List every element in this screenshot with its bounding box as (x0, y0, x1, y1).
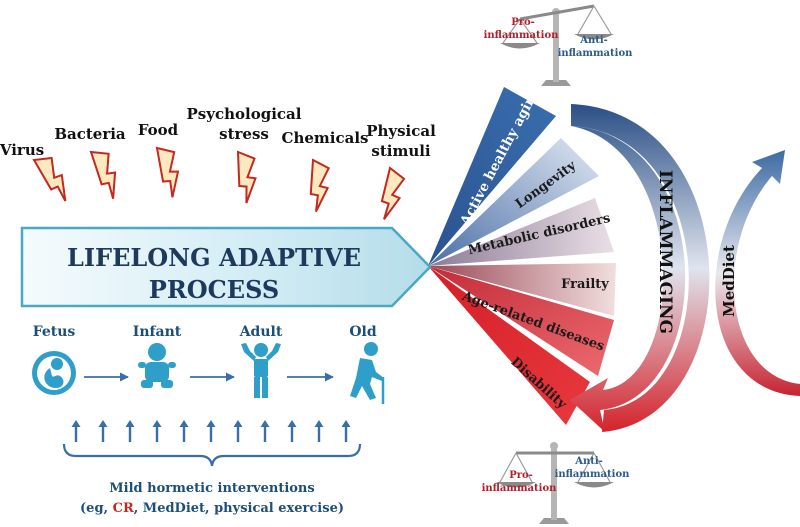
fan-segment-frailty (428, 263, 616, 316)
up-arrow-icon (314, 420, 324, 442)
scale-top-pro-line1: Pro- (511, 17, 535, 28)
scale-bottom-anti-line2: inflammation (555, 469, 631, 480)
meddiet-arrow (715, 150, 800, 396)
lightning-bolt-icon (309, 158, 331, 213)
intervention-up-arrows (71, 420, 351, 442)
stressor-label-stress: stress (219, 125, 269, 143)
lightning-bolt-icon (89, 150, 117, 199)
stressor-label-virus: Virus (0, 141, 44, 159)
scale-bottom (496, 442, 614, 524)
up-arrow-icon (98, 420, 108, 442)
outcome-label-frailty: Frailty (561, 277, 609, 292)
stage-label-infant: Infant (133, 324, 182, 340)
scale-top-pro-line2: inflammation (484, 30, 560, 41)
intervention-brace (62, 443, 362, 467)
stressor-label-physical: Physical (366, 122, 436, 140)
stressor-label-chemicals: Chemicals (282, 129, 369, 147)
inflammaging-arrow (570, 104, 686, 432)
fan-segment-disability (428, 266, 590, 425)
scale-bottom-pro-line1: Pro- (509, 470, 533, 481)
lightning-bolt-icon (32, 156, 67, 202)
scale-top-beam (519, 4, 595, 21)
up-arrow-icon (71, 420, 81, 442)
stage-label-fetus: Fetus (33, 324, 76, 340)
infant-icon (138, 343, 176, 388)
process-title-line2: PROCESS (149, 275, 279, 304)
intervention-caption-line1: Mild hormetic interventions (109, 481, 314, 496)
scale-bottom-pan-right (574, 482, 614, 488)
fan-segment-metabolic-disorders (428, 198, 614, 266)
inflammaging-arrow-body (571, 104, 710, 432)
stage-label-old: Old (349, 324, 377, 340)
cr-emphasis: CR (113, 501, 134, 516)
fan-segment-age-related-diseases (428, 266, 614, 376)
fan-segment-longevity (428, 138, 599, 266)
stressor-label-food: Food (138, 121, 179, 139)
up-arrow-icon (152, 420, 162, 442)
up-arrow-icon (179, 420, 189, 442)
stressor-label-psychological: Psychological (187, 105, 302, 123)
process-title-line1: LIFELONG ADAPTIVE (67, 243, 361, 272)
scale-bottom-pro-line2: inflammation (482, 483, 558, 494)
up-arrow-icon (206, 420, 216, 442)
fan-segment-active-healthy-aging (428, 87, 556, 266)
intervention-caption-line2: (eg, CR, MedDiet, physical exercise) (80, 501, 344, 516)
lightning-bolt-icon (380, 166, 406, 220)
lifelong-process-arrow (20, 226, 432, 308)
stressor-label-bacteria: Bacteria (54, 125, 126, 143)
up-arrow-icon (260, 420, 270, 442)
up-arrow-icon (125, 420, 135, 442)
inflammaging-label: INFLAMMAGING (655, 170, 675, 334)
scale-top-anti-line2: inflammation (558, 48, 634, 59)
adult-icon (241, 343, 281, 398)
scale-top-pan-left (500, 43, 540, 49)
lightning-bolts (32, 146, 406, 220)
scale-bottom-anti-line1: Anti- (574, 456, 603, 467)
scale-top-pan-right (574, 34, 614, 40)
stressor-label-stimuli: stimuli (371, 142, 431, 160)
stage-label-adult: Adult (239, 324, 283, 340)
scale-top-anti-line1: Anti- (579, 35, 608, 46)
up-arrow-icon (341, 420, 351, 442)
up-arrow-icon (287, 420, 297, 442)
fetus-icon (32, 351, 76, 395)
scale-top (500, 4, 614, 86)
scale-bottom-pan-left (496, 482, 536, 488)
lightning-bolt-icon (236, 150, 257, 204)
lightning-bolt-icon (155, 146, 180, 198)
old-person-icon (350, 342, 385, 404)
outcome-fan (428, 87, 616, 425)
meddiet-label: MedDiet (720, 245, 738, 317)
up-arrow-icon (233, 420, 243, 442)
